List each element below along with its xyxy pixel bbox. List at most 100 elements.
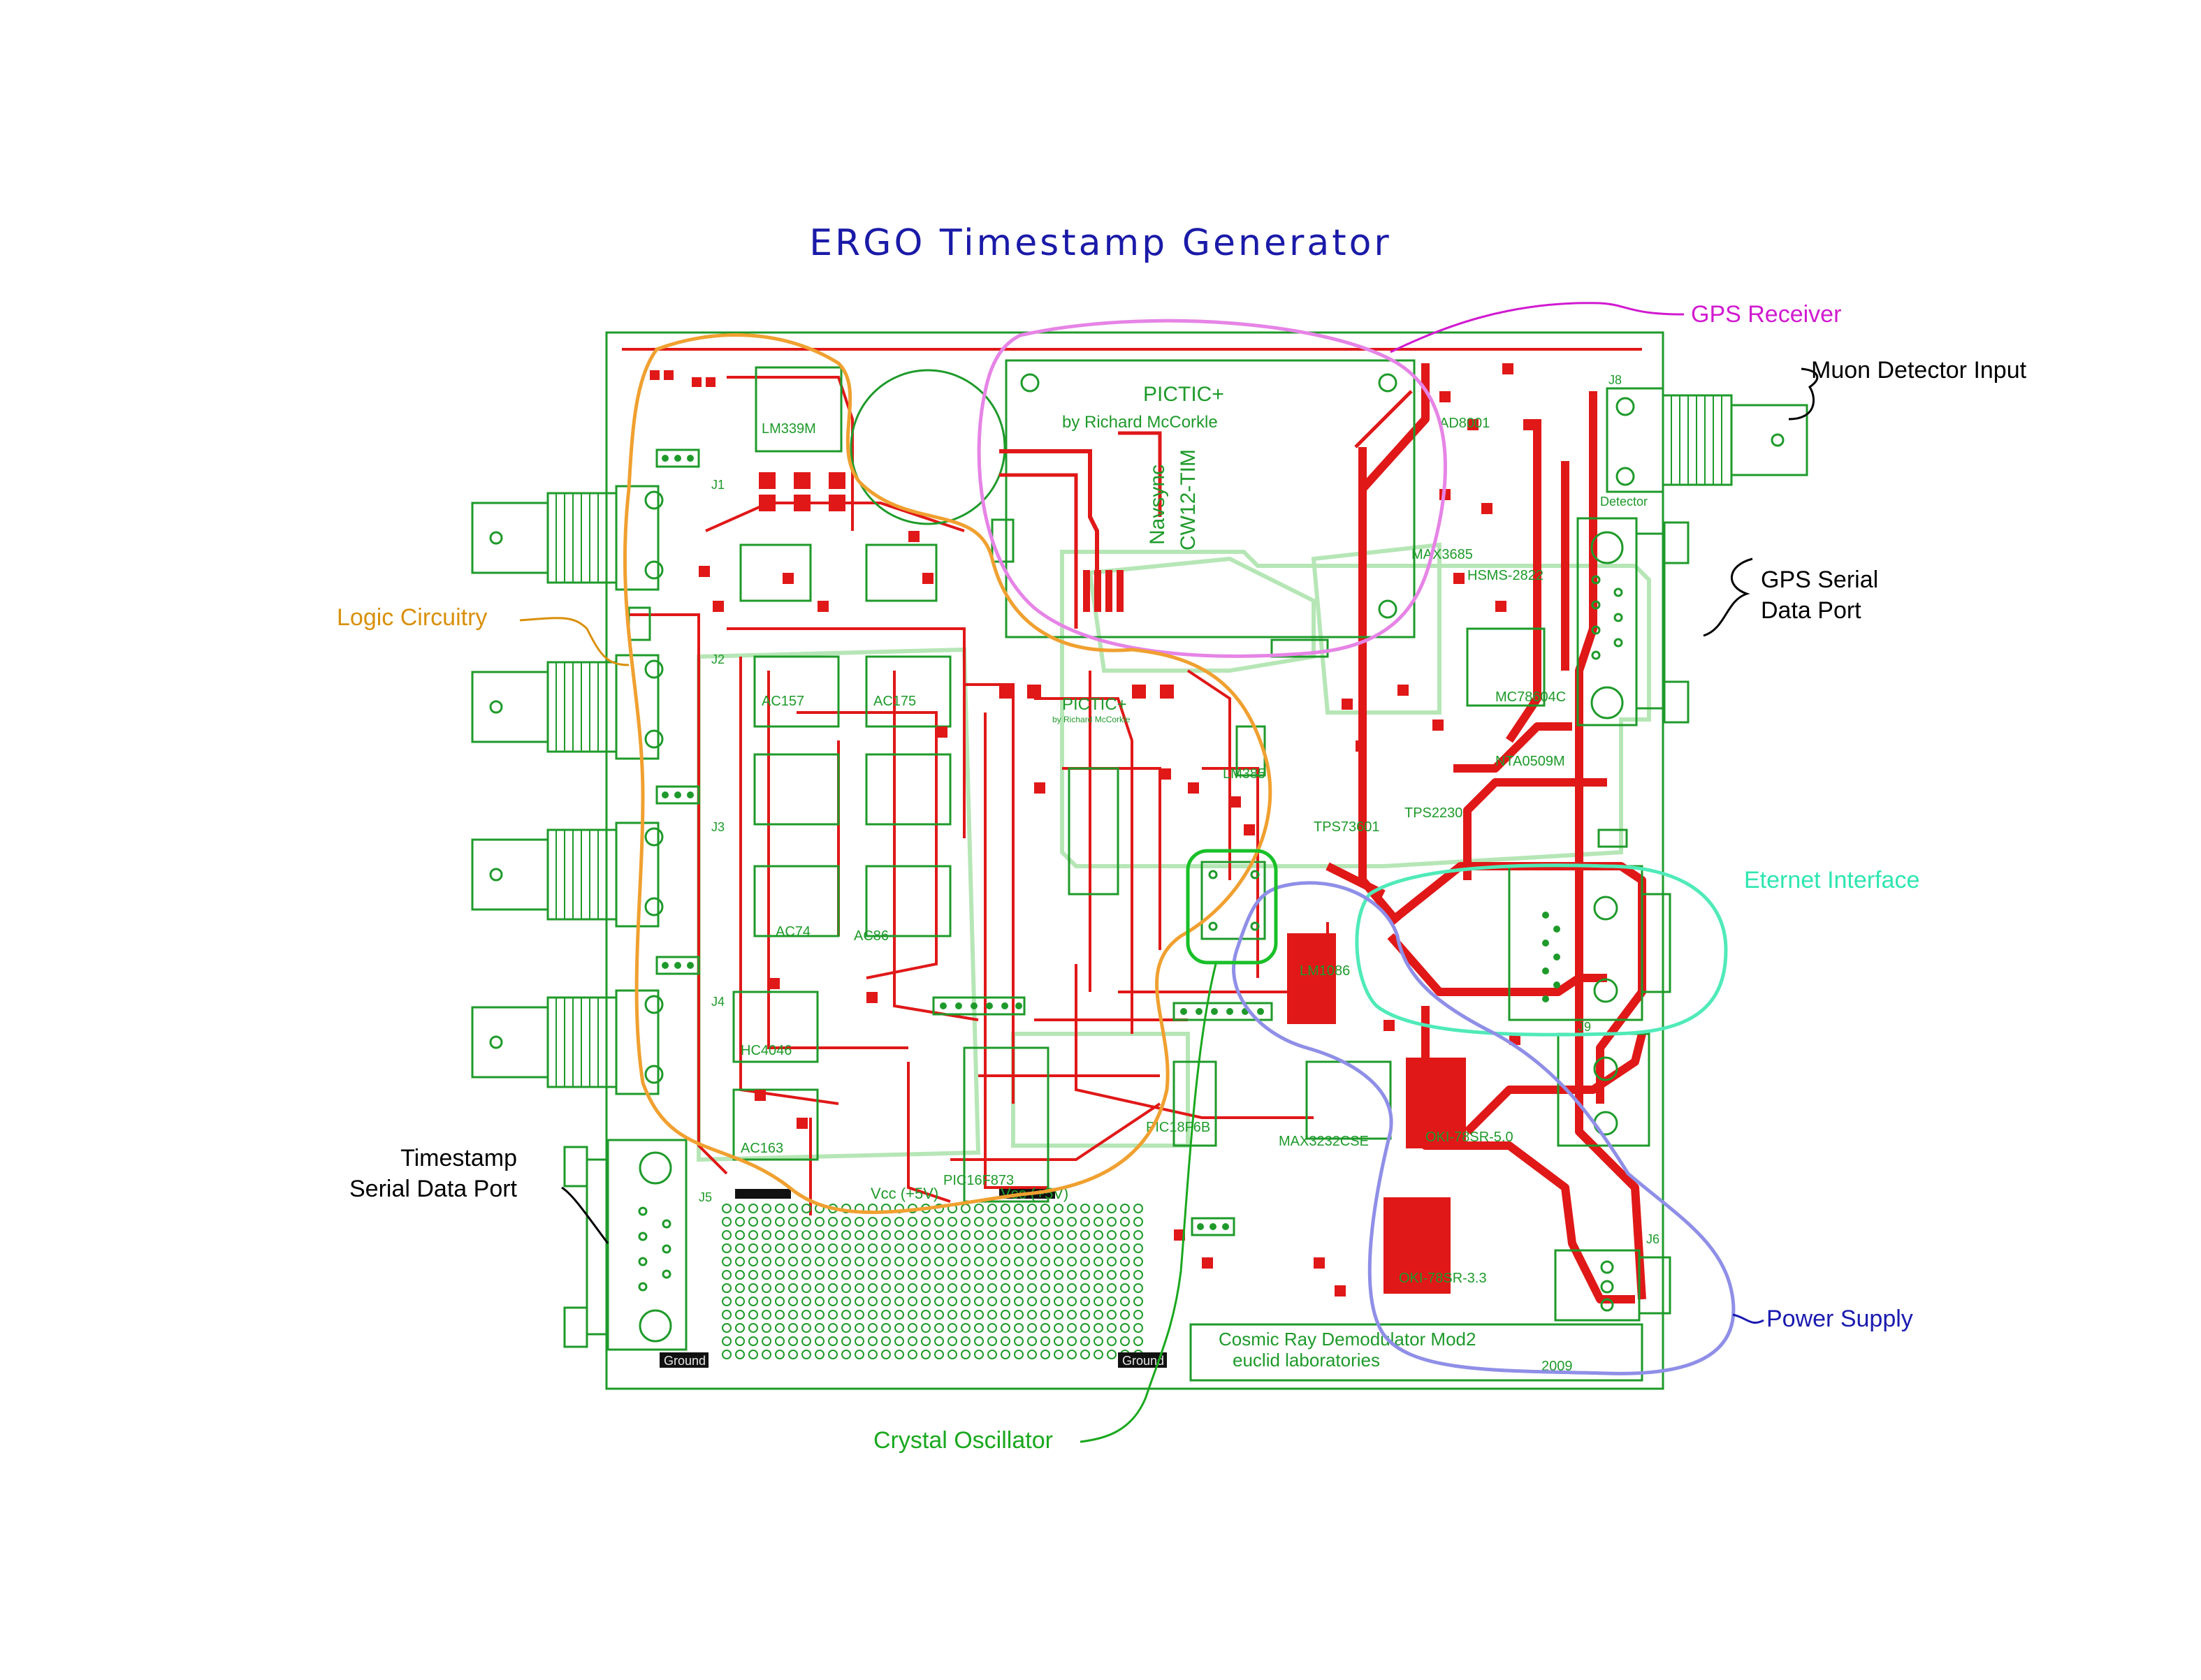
proto-hole [1080, 1310, 1090, 1320]
proto-hole [1054, 1296, 1063, 1306]
callout-gps-receiver: GPS Receiver [1691, 301, 1842, 328]
proto-hole [801, 1204, 811, 1213]
proto-hole [947, 1230, 957, 1240]
proto-hole [1080, 1323, 1090, 1333]
chip-label: AC157 [762, 694, 804, 709]
proto-hole [1120, 1296, 1130, 1306]
proto-hole [1067, 1283, 1077, 1293]
crystal-oscillator-footprint [1200, 861, 1266, 940]
chip-label: PIC18F6B [1146, 1120, 1210, 1135]
proto-hole [775, 1350, 785, 1359]
proto-hole [987, 1257, 997, 1266]
proto-hole [934, 1230, 944, 1240]
connector-label: J4 [711, 995, 725, 1009]
proto-hole [908, 1350, 917, 1359]
proto-hole [921, 1350, 931, 1359]
proto-hole [934, 1296, 944, 1306]
proto-hole [801, 1350, 811, 1359]
proto-hole [1133, 1310, 1143, 1320]
proto-hole [1014, 1257, 1024, 1266]
proto-hole [1094, 1310, 1103, 1320]
chip-label: OKI-78SR-3.3 [1399, 1271, 1487, 1286]
proto-hole [1014, 1283, 1024, 1293]
proto-hole [1054, 1204, 1063, 1213]
proto-hole [748, 1336, 758, 1346]
proto-hole [894, 1336, 904, 1346]
proto-hole [801, 1336, 811, 1346]
proto-hole [1001, 1204, 1010, 1213]
proto-hole [921, 1230, 931, 1240]
proto-hole [735, 1310, 745, 1320]
proto-hole [788, 1270, 798, 1280]
proto-hole [855, 1350, 864, 1359]
proto-hole [1133, 1323, 1143, 1333]
gps-module-trace [999, 449, 1099, 601]
proto-hole [868, 1336, 878, 1346]
proto-hole [974, 1230, 984, 1240]
proto-hole [974, 1283, 984, 1293]
proto-hole [788, 1243, 798, 1253]
proto-hole [908, 1230, 917, 1240]
proto-hole [934, 1350, 944, 1359]
proto-hole [1014, 1230, 1024, 1240]
region-logic-circuitry-outline [623, 333, 1272, 1214]
proto-hole [735, 1336, 745, 1346]
proto-hole [881, 1217, 891, 1227]
bnc-ribs-left [555, 493, 607, 1087]
footer-year: 2009 [1541, 1359, 1573, 1374]
proto-hole [762, 1323, 771, 1333]
proto-hole [1094, 1217, 1103, 1227]
proto-hole [801, 1243, 811, 1253]
proto-hole [855, 1217, 864, 1227]
pictic-secondary: PICTIC+ [1062, 695, 1127, 714]
proto-hole [1027, 1283, 1037, 1293]
proto-hole [868, 1270, 878, 1280]
region-ethernet-interface-outline [1355, 863, 1728, 1037]
proto-hole [748, 1296, 758, 1306]
proto-hole [1080, 1257, 1090, 1266]
callout-gps-serial: GPS Serial Data Port [1761, 564, 1878, 626]
proto-hole [855, 1296, 864, 1306]
chip-label: AC175 [873, 694, 916, 709]
proto-hole [735, 1257, 745, 1266]
ic-footprints [732, 366, 1546, 1203]
proto-hole [1120, 1310, 1130, 1320]
proto-hole [947, 1257, 957, 1266]
chip-label: OKI-78SR-5.0 [1425, 1130, 1513, 1145]
proto-hole [987, 1243, 997, 1253]
proto-hole [828, 1336, 838, 1346]
proto-hole [921, 1217, 931, 1227]
proto-hole [868, 1217, 878, 1227]
gps-module-trace [999, 473, 1078, 629]
proto-hole [974, 1204, 984, 1213]
proto-hole [1120, 1323, 1130, 1333]
proto-hole [987, 1270, 997, 1280]
proto-hole [908, 1257, 917, 1266]
gps-connector-pins [1083, 570, 1124, 612]
region-crystal-oscillator-outline [1186, 849, 1278, 965]
proto-hole [1067, 1230, 1077, 1240]
proto-hole [1040, 1243, 1050, 1253]
proto-hole [762, 1296, 771, 1306]
proto-hole [908, 1243, 917, 1253]
proto-hole [801, 1310, 811, 1320]
footer-company: euclid laboratories [1233, 1350, 1380, 1371]
proto-hole [841, 1230, 851, 1240]
proto-hole [788, 1350, 798, 1359]
proto-hole [921, 1336, 931, 1346]
proto-hole [815, 1296, 825, 1306]
proto-hole [1107, 1257, 1117, 1266]
proto-hole [961, 1350, 971, 1359]
proto-hole [1067, 1243, 1077, 1253]
proto-hole [1107, 1350, 1117, 1359]
proto-hole [762, 1257, 771, 1266]
proto-hole [908, 1283, 917, 1293]
proto-hole [1014, 1217, 1024, 1227]
proto-hole [1027, 1217, 1037, 1227]
proto-hole [881, 1323, 891, 1333]
proto-hole [1001, 1350, 1010, 1359]
callout-ethernet-interface: Eternet Interface [1744, 867, 1920, 893]
proto-hole [828, 1270, 838, 1280]
